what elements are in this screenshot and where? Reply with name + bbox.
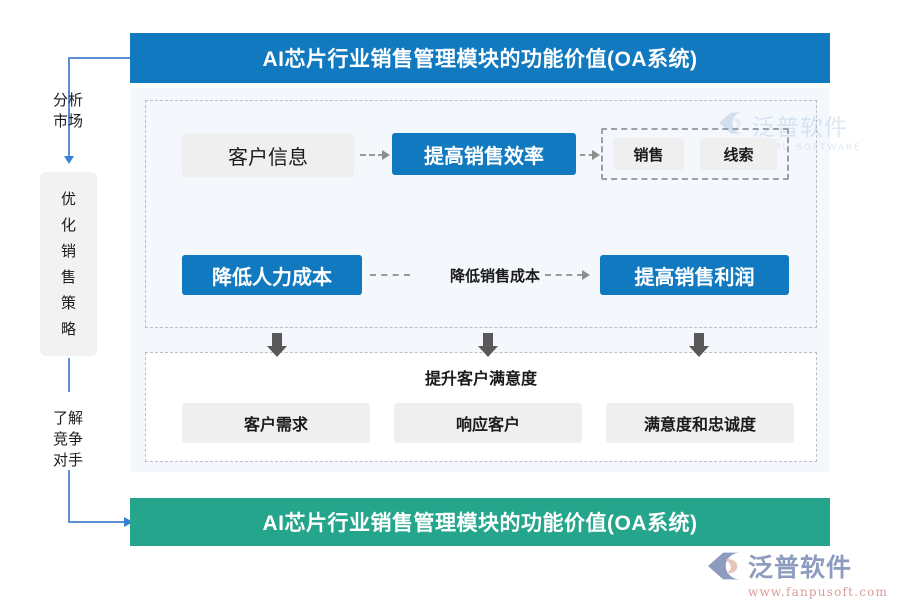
node-customer-info[interactable]: 客户信息 [182, 133, 354, 177]
connector-label-to-profit-line [545, 274, 583, 276]
down-arrow-head-1 [267, 346, 287, 357]
down-arrow-shaft-2 [483, 333, 493, 347]
header-banner: AI芯片行业销售管理模块的功能价值(OA系统) [130, 33, 830, 83]
connector-sidebar-vertical-top [68, 58, 70, 158]
strategy-char-3: 售 [60, 268, 76, 286]
sidebar-strategy-box-label: 优 化 销 售 策 略 [40, 186, 97, 342]
connector-sidebar-to-header [68, 57, 132, 59]
fanpu-logo-url: www.fanpusoft.com [748, 585, 889, 599]
node-reduce-labor-cost[interactable]: 降低人力成本 [182, 255, 362, 295]
upper-dashed-region [145, 100, 817, 328]
node-customer-info-label: 客户信息 [228, 144, 308, 169]
down-arrow-head-2 [478, 346, 498, 357]
strategy-char-4: 策 [60, 294, 76, 312]
fanpu-logo-icon-bottom [708, 552, 740, 580]
down-arrow-head-3 [689, 346, 709, 357]
sidebar-label-know-competitors-line2: 竞争 [52, 430, 83, 448]
sidebar-label-know-competitors: 了解 竞争 对手 [33, 408, 103, 471]
down-arrow-icon-1 [267, 333, 287, 357]
sidebar-label-know-competitors-line1: 了解 [52, 409, 83, 427]
sidebar-label-analyze-market-line1: 分析 [52, 91, 83, 109]
strategy-char-1: 化 [60, 216, 76, 234]
node-satisfaction-loyalty[interactable]: 满意度和忠诚度 [606, 403, 794, 443]
node-satisfaction-loyalty-label: 满意度和忠诚度 [643, 415, 756, 434]
node-customer-need[interactable]: 客户需求 [182, 403, 370, 443]
arrowhead-into-footer [124, 517, 133, 527]
node-lead[interactable]: 线索 [700, 138, 777, 170]
sidebar-label-analyze-market-line2: 市场 [52, 112, 83, 130]
sidebar-strategy-box[interactable] [40, 172, 97, 356]
sidebar-label-analyze-market: 分析 市场 [33, 90, 103, 132]
fanpu-logo: 泛普软件 www.fanpusoft.com [708, 548, 889, 599]
connector-strategy-to-competitor [68, 358, 70, 392]
connector-labor-to-label-line [370, 274, 410, 276]
node-improve-sales-efficiency[interactable]: 提高销售效率 [392, 133, 576, 175]
satisfaction-title: 提升客户满意度 [145, 365, 817, 389]
connector-sidebar-to-footer [68, 521, 126, 523]
down-arrow-icon-2 [478, 333, 498, 357]
node-reduce-labor-cost-label: 降低人力成本 [212, 264, 332, 289]
connector-sidebar-vertical-bottom [68, 470, 70, 522]
node-increase-sales-profit-label: 提高销售利润 [634, 264, 755, 289]
strategy-char-0: 优 [60, 190, 76, 208]
down-arrow-icon-3 [689, 333, 709, 357]
node-improve-sales-efficiency-label: 提高销售效率 [424, 143, 544, 168]
satisfaction-title-text: 提升客户满意度 [424, 369, 537, 388]
down-arrow-shaft-3 [694, 333, 704, 347]
group-sales-lead [601, 128, 789, 180]
header-title: AI芯片行业销售管理模块的功能价值(OA系统) [262, 48, 698, 71]
node-increase-sales-profit[interactable]: 提高销售利润 [600, 255, 789, 295]
fanpu-logo-cn: 泛普软件 [748, 553, 853, 582]
strategy-char-5: 略 [60, 320, 76, 338]
connector-info-to-efficiency-line [360, 154, 384, 156]
footer-banner: AI芯片行业销售管理模块的功能价值(OA系统) [130, 498, 830, 546]
label-reduce-sales-cost: 降低销售成本 [420, 262, 570, 288]
connector-efficiency-to-group-line [580, 154, 594, 156]
node-respond-customer-label: 响应客户 [455, 415, 520, 434]
strategy-char-2: 销 [60, 242, 76, 260]
node-sales[interactable]: 销售 [613, 138, 684, 170]
node-customer-need-label: 客户需求 [243, 415, 308, 434]
connector-info-to-efficiency-head [382, 150, 390, 160]
label-reduce-sales-cost-text: 降低销售成本 [449, 266, 540, 285]
sidebar-label-know-competitors-line3: 对手 [52, 451, 83, 469]
connector-efficiency-to-group-head [592, 150, 600, 160]
node-lead-label: 线索 [723, 145, 754, 164]
node-respond-customer[interactable]: 响应客户 [394, 403, 582, 443]
footer-title: AI芯片行业销售管理模块的功能价值(OA系统) [262, 512, 698, 535]
down-arrow-shaft-1 [272, 333, 282, 347]
arrowhead-into-strategy-box [64, 156, 74, 164]
node-sales-label: 销售 [633, 145, 664, 164]
connector-label-to-profit-head [582, 270, 590, 280]
